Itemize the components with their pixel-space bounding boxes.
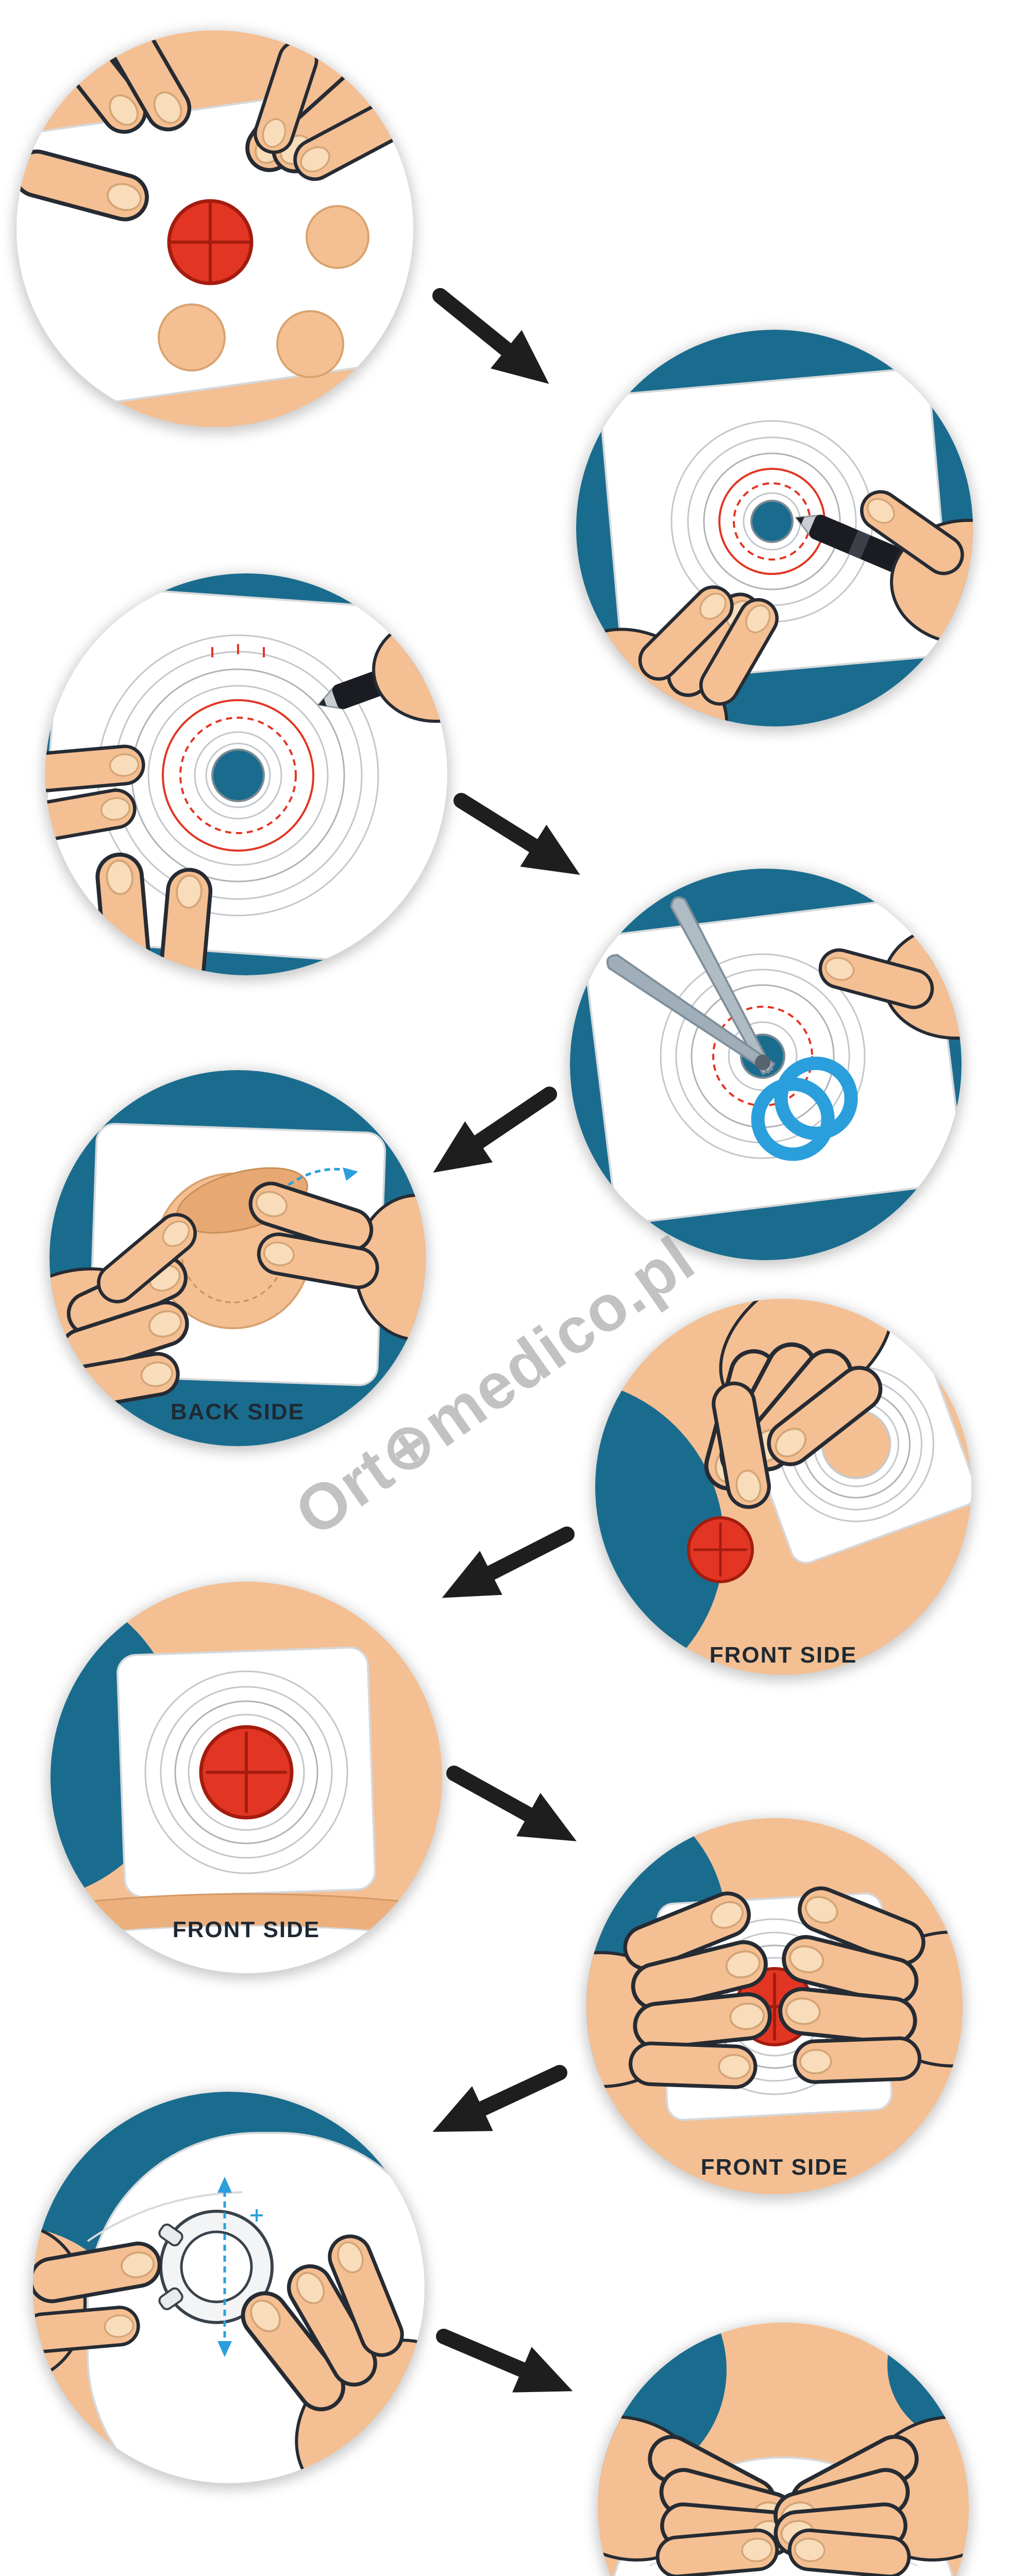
scissors-icon [606, 896, 858, 1161]
step-arrow-1 [425, 277, 565, 403]
step8-label: FRONT SIDE [700, 2155, 849, 2180]
step-arrow-5 [442, 1752, 588, 1863]
step-arrow-4 [431, 1512, 578, 1620]
stoma [167, 199, 254, 285]
step-arrow-3 [419, 1074, 563, 1193]
card-hole [306, 205, 369, 269]
hand-left [33, 2224, 163, 2382]
peel-arrow-icon [288, 1167, 358, 1187]
stoma [687, 1516, 754, 1583]
teal-background [51, 1582, 180, 1901]
step-6-position-plate [595, 1299, 971, 1675]
step-10-press-pouch [598, 2323, 969, 2576]
step6-label: FRONT SIDE [709, 1642, 857, 1668]
card-hole [158, 303, 226, 371]
plate-rings [144, 1670, 348, 1874]
card-hole [276, 310, 344, 378]
step-arrow-2 [448, 779, 594, 896]
step-1-measure-stoma [16, 30, 413, 427]
coupling-ring [158, 2210, 274, 2324]
step-3-mark-circle [45, 573, 447, 975]
stoma [199, 1725, 294, 1820]
step5-label: BACK SIDE [170, 1399, 305, 1425]
step-arrow-7 [434, 2314, 582, 2414]
step7-label: FRONT SIDE [172, 1917, 321, 1942]
step-8-press-plate [586, 1818, 963, 2194]
step-4-cut-hole [570, 869, 962, 1260]
alignment-arrow-icon [217, 2177, 263, 2357]
step-arrow-6 [422, 2050, 570, 2154]
